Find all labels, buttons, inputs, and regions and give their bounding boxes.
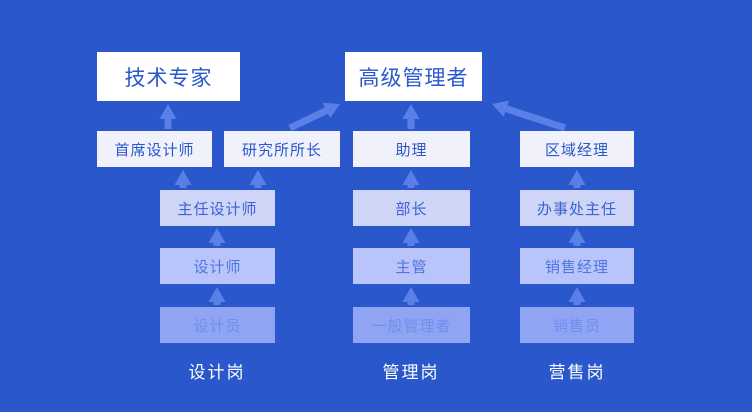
node-label: 销售员 — [552, 317, 601, 335]
node-label: 设计员 — [193, 317, 242, 335]
node-label: 高级管理者 — [358, 66, 469, 90]
node-supervisor[interactable]: 主管 — [353, 248, 470, 284]
node-label: 办事处主任 — [536, 200, 617, 218]
node-junior-designer[interactable]: 设计员 — [160, 307, 275, 343]
node-label: 助理 — [395, 141, 428, 159]
arrow-office-director-to-regional-manager — [568, 170, 586, 188]
node-salesperson[interactable]: 销售员 — [520, 307, 634, 343]
node-tech-expert[interactable]: 技术专家 — [97, 52, 240, 101]
node-office-director[interactable]: 办事处主任 — [520, 190, 634, 226]
arrow-chief-designer-to-tech-expert — [159, 104, 177, 129]
node-label: 部长 — [395, 200, 428, 218]
node-general-manager[interactable]: 一般管理者 — [353, 307, 470, 343]
node-label: 首席设计师 — [114, 141, 195, 159]
node-senior-manager[interactable]: 高级管理者 — [345, 52, 482, 101]
column-label-management-track: 管理岗 — [382, 363, 440, 382]
arrow-salesperson-to-sales-manager — [568, 287, 586, 305]
node-department-head[interactable]: 部长 — [353, 190, 470, 226]
node-regional-manager[interactable]: 区域经理 — [520, 131, 634, 167]
arrow-junior-designer-to-designer — [208, 287, 226, 305]
column-label-sales-track: 营售岗 — [548, 363, 606, 382]
node-label: 研究所所长 — [241, 141, 322, 159]
node-label: 主任设计师 — [177, 200, 258, 218]
node-label: 设计师 — [193, 258, 242, 276]
arrow-department-head-to-assistant — [402, 170, 420, 188]
node-label: 区域经理 — [544, 141, 609, 159]
node-assistant[interactable]: 助理 — [353, 131, 470, 167]
node-sales-manager[interactable]: 销售经理 — [520, 248, 634, 284]
arrow-regional-manager-to-senior-manager — [492, 100, 567, 132]
arrow-general-manager-to-supervisor — [402, 287, 420, 305]
node-label: 主管 — [395, 258, 428, 276]
node-designer[interactable]: 设计师 — [160, 248, 275, 284]
node-label: 技术专家 — [124, 66, 213, 90]
arrow-supervisor-to-department-head — [402, 228, 420, 246]
node-chief-designer[interactable]: 首席设计师 — [97, 131, 212, 167]
arrow-lead-designer-to-institute-director — [249, 170, 267, 188]
column-label-design-track: 设计岗 — [188, 363, 246, 382]
node-lead-designer[interactable]: 主任设计师 — [160, 190, 275, 226]
arrow-lead-designer-to-chief-designer — [174, 170, 192, 188]
node-label: 销售经理 — [544, 258, 609, 276]
arrow-assistant-to-senior-manager — [402, 104, 420, 129]
arrow-designer-to-lead-designer — [208, 228, 226, 246]
arrow-sales-manager-to-office-director — [568, 228, 586, 246]
arrow-institute-director-to-senior-manager — [288, 102, 340, 132]
node-label: 一般管理者 — [371, 317, 452, 335]
node-institute-director[interactable]: 研究所所长 — [224, 131, 340, 167]
